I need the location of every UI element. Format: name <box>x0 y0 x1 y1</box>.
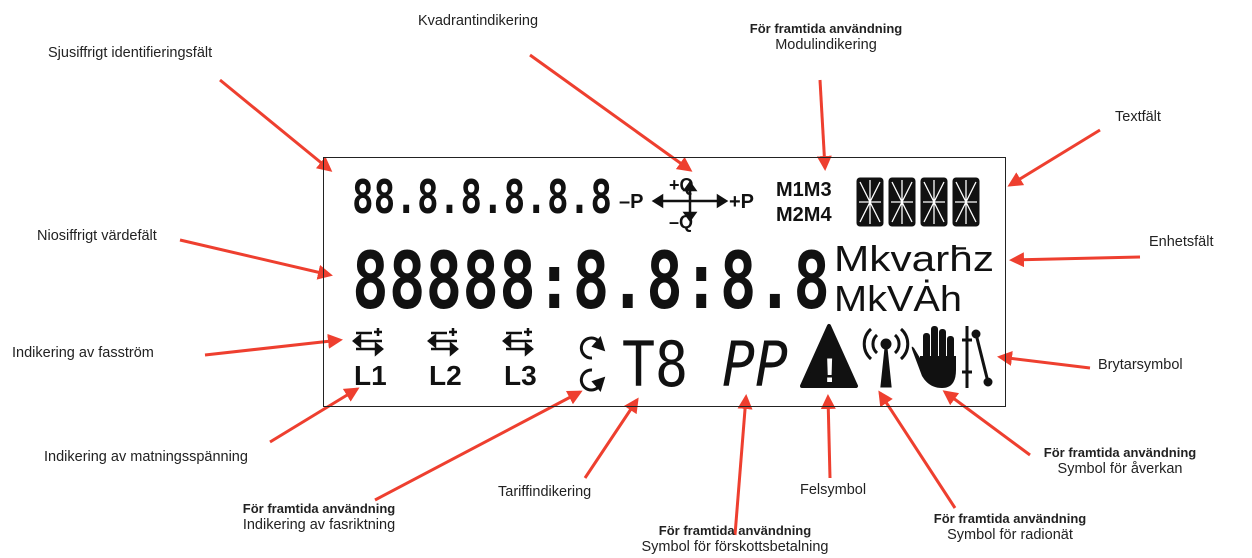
starburst-cell-4 <box>952 177 980 227</box>
arrow-prepay <box>733 394 753 536</box>
fault-glyph: ! <box>824 352 835 390</box>
tamper-hand-icon <box>911 326 956 388</box>
l1-text: L1 <box>354 360 387 391</box>
starburst-cell-3 <box>920 177 948 227</box>
arrow-value-field <box>179 238 333 280</box>
label-supply-voltage: Indikering av matningsspänning <box>44 449 248 465</box>
text-field-cells <box>856 177 980 227</box>
arrow-switch <box>997 351 1091 370</box>
lcd-display: 88.8.8.8.8.8 –P +Q –Q +P M1M3 M2M4 88888… <box>352 170 994 401</box>
value-digits: 88888:8.8:8.8 <box>352 237 830 327</box>
tariff-text: T8 <box>622 328 688 401</box>
lcd-panel: 88.8.8.8.8.8 –P +Q –Q +P M1M3 M2M4 88888… <box>323 157 1006 407</box>
l2-text: L2 <box>429 360 462 391</box>
phase-current-icon <box>352 328 384 357</box>
minus-q-text: –Q <box>669 212 693 232</box>
unit-bottom-text: MkVȦh <box>834 278 962 319</box>
arrow-text-field <box>1007 128 1101 187</box>
breaker-switch-icon <box>962 326 993 388</box>
arrow-supply-voltage <box>269 387 360 444</box>
starburst-cell-1 <box>856 177 884 227</box>
label-value-field: Niosiffrigt värdefält <box>37 228 157 244</box>
arrow-quadrant <box>529 53 693 172</box>
phase-l1: L1 <box>352 328 387 391</box>
arrow-module <box>816 79 832 171</box>
phase-l2: L2 <box>427 328 462 391</box>
arrow-radio <box>878 390 957 509</box>
starburst-cell-2 <box>888 177 916 227</box>
quadrant-arrows-icon <box>651 180 729 223</box>
id-digits: 88.8.8.8.8.8 <box>352 170 612 224</box>
arrow-unit-field <box>1009 252 1141 268</box>
phase-current-icon <box>502 328 534 357</box>
label-quadrant: Kvadrantindikering <box>417 13 539 29</box>
phase-current-icon <box>427 328 459 357</box>
phase-l3: L3 <box>502 328 537 391</box>
minus-p-text: –P <box>619 191 643 213</box>
arrow-id-field <box>219 78 333 172</box>
arrow-tamper <box>942 390 1031 457</box>
arrow-phase-direction <box>374 390 583 502</box>
plus-q-text: +Q <box>669 175 694 195</box>
m2m4-text: M2M4 <box>776 204 832 226</box>
radio-antenna-icon <box>862 327 910 388</box>
label-text-field: Textfält <box>1115 109 1161 125</box>
m1m3-text: M1M3 <box>776 179 832 201</box>
label-switch: Brytarsymbol <box>1098 357 1183 373</box>
plus-p-text: +P <box>729 191 754 213</box>
arrow-tariff <box>583 397 639 479</box>
label-id-field: Sjusiffrigt identifieringsfält <box>48 45 213 61</box>
label-tariff: Tariffindikering <box>498 484 592 500</box>
prepay-text: PP <box>722 328 788 401</box>
unit-top-text: Mkvarh̄z <box>834 238 994 279</box>
label-fault: Felsymbol <box>800 482 867 498</box>
label-phase-current: Indikering av fasström <box>12 345 154 361</box>
phase-rotation-icon <box>579 335 606 393</box>
label-unit-field: Enhetsfält <box>1149 234 1214 250</box>
fault-icon: ! <box>800 324 858 390</box>
arrow-fault <box>820 394 836 479</box>
arrow-phase-current <box>204 333 343 357</box>
l3-text: L3 <box>504 360 537 391</box>
